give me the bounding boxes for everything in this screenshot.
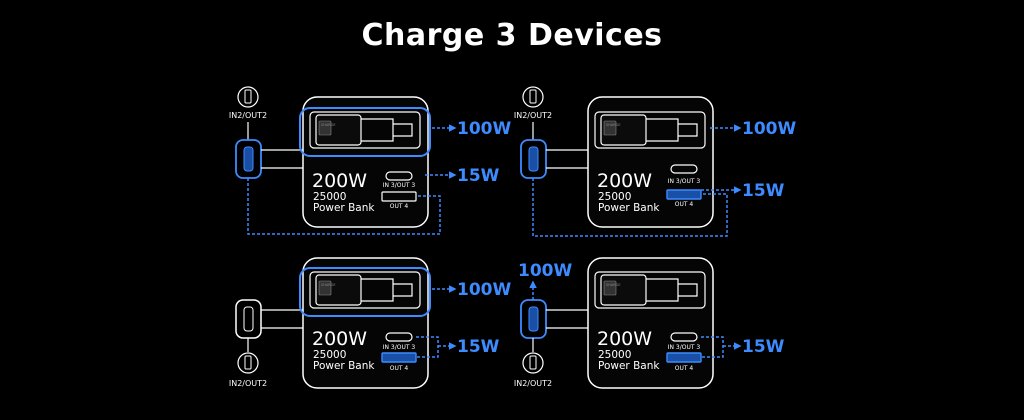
svg-text:100W: 100W <box>457 280 511 300</box>
svg-text:OUT 4: OUT 4 <box>390 203 409 210</box>
svg-text:15W: 15W <box>742 181 785 201</box>
svg-text:25000: 25000 <box>598 191 631 203</box>
top-port-highlight <box>299 107 431 157</box>
svg-text:15W: 15W <box>457 337 500 357</box>
svg-text:100W: 100W <box>742 119 796 139</box>
svg-text:Power Bank: Power Bank <box>313 360 375 372</box>
phone-icon <box>237 86 259 108</box>
svg-text:IN2/OUT2: IN2/OUT2 <box>229 379 267 388</box>
svg-text:100W: 100W <box>518 261 572 281</box>
in2out2-label: IN2/OUT2 <box>229 111 267 120</box>
output-100w: 100W <box>457 119 511 139</box>
svg-text:IN 3/OUT 3: IN 3/OUT 3 <box>383 344 416 351</box>
svg-text:15W: 15W <box>742 337 785 357</box>
svg-text:SHARGE: SHARGE <box>606 123 621 127</box>
svg-text:200W: 200W <box>597 170 652 192</box>
svg-text:SHARGE: SHARGE <box>321 283 336 287</box>
power-bank-label: Power Bank <box>313 202 375 214</box>
phone-icon <box>522 352 544 374</box>
svg-text:200W: 200W <box>597 328 652 350</box>
svg-text:Power Bank: Power Bank <box>598 360 660 372</box>
svg-text:IN 3/OUT 3: IN 3/OUT 3 <box>383 182 416 189</box>
wattage-label: 200W <box>312 170 367 192</box>
svg-text:25000: 25000 <box>598 349 631 361</box>
panel-top-right: IN2/OUT2 SHARGE 200W 25000 Power Bank IN… <box>514 86 796 237</box>
output-15w: 15W <box>457 166 500 186</box>
panel-bottom-right: 100W IN2/OUT2 SHARGE 200W 25000 Power Ba… <box>514 257 785 389</box>
usb-c-port <box>385 171 413 181</box>
phone-icon <box>237 352 259 374</box>
svg-text:IN 3/OUT 3: IN 3/OUT 3 <box>668 178 701 185</box>
panel-top-left: IN2/OUT2 SHARGE 200W 25000 Power Bank IN… <box>229 86 511 235</box>
panel-bottom-left: IN2/OUT2 SHARGE 200W 25000 Power Bank IN… <box>229 257 511 389</box>
svg-text:200W: 200W <box>312 328 367 350</box>
usb-a-port <box>381 191 417 202</box>
svg-text:SHARGE: SHARGE <box>321 123 336 127</box>
svg-text:SHARGE: SHARGE <box>606 283 621 287</box>
svg-text:IN2/OUT2: IN2/OUT2 <box>514 379 552 388</box>
svg-text:Power Bank: Power Bank <box>598 202 660 214</box>
capacity-label: 25000 <box>313 191 346 203</box>
svg-text:OUT 4: OUT 4 <box>675 365 694 372</box>
phone-icon <box>522 86 544 108</box>
svg-text:25000: 25000 <box>313 349 346 361</box>
page-title: Charge 3 Devices <box>361 18 663 53</box>
svg-text:IN 3/OUT 3: IN 3/OUT 3 <box>668 344 701 351</box>
svg-text:OUT 4: OUT 4 <box>390 365 409 372</box>
svg-text:IN2/OUT2: IN2/OUT2 <box>514 111 552 120</box>
svg-text:OUT 4: OUT 4 <box>675 201 694 208</box>
